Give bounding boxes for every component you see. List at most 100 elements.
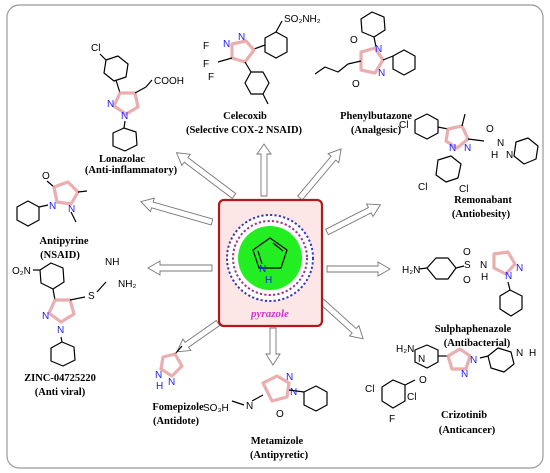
svg-text:N: N [516, 263, 523, 274]
structure-crizotinib: H₂N N N N N H O Cl Cl F Crizotinib (Anti… [365, 344, 536, 436]
svg-text:N: N [464, 143, 471, 154]
svg-text:SO₃H: SO₃H [203, 403, 229, 414]
svg-text:F: F [203, 59, 209, 70]
svg-text:N: N [121, 111, 128, 122]
antipyrine-name: Antipyrine [39, 236, 88, 247]
svg-text:N: N [238, 32, 245, 43]
center-n-label: N [259, 264, 266, 275]
svg-text:N: N [286, 372, 293, 383]
structure-fomepizole: N H N Fomepizole (Antidote) [152, 345, 204, 427]
fomepizole-name: Fomepizole [152, 402, 204, 413]
structure-celecoxib: SO₂NH₂ N N F F F Celecoxib (Selective CO… [186, 14, 321, 136]
svg-text:COOH: COOH [154, 76, 184, 87]
remonabant-name: Remonabant [454, 195, 512, 206]
sulphaphenazole-use: (Antibacterial) [444, 338, 511, 349]
svg-text:O: O [486, 124, 494, 135]
structure-phenylbutazone: O N N O Phenylbutazone (Analgesic) [314, 11, 416, 136]
svg-text:N: N [497, 138, 504, 149]
svg-text:Cl: Cl [407, 392, 416, 403]
svg-text:NH₂: NH₂ [118, 279, 136, 290]
svg-text:N: N [168, 377, 175, 388]
svg-text:O: O [463, 247, 471, 258]
antipyrine-use: (NSAID) [40, 250, 80, 261]
celecoxib-use: (Selective COX-2 NSAID) [186, 125, 303, 136]
svg-text:N: N [449, 143, 456, 154]
svg-text:SO₂NH₂: SO₂NH₂ [284, 14, 321, 25]
arrow-to-metamizole [265, 327, 281, 366]
arrow-to-celecoxib [256, 143, 272, 197]
metamizole-use: (Antipyretic) [250, 450, 309, 461]
svg-text:H: H [156, 381, 163, 392]
svg-text:N: N [246, 401, 253, 412]
svg-text:O: O [276, 409, 284, 420]
center-label: pyrazole [250, 308, 289, 320]
svg-text:N: N [57, 325, 64, 336]
arrow-to-zinc [147, 260, 213, 276]
svg-text:O: O [352, 79, 360, 90]
crizotinib-use: (Anticancer) [439, 425, 496, 436]
sulphaphenazole-name: Sulphaphenazole [435, 324, 512, 335]
svg-text:N: N [505, 271, 512, 282]
svg-text:F: F [203, 41, 209, 52]
svg-text:Cl: Cl [399, 120, 408, 131]
svg-text:N: N [107, 99, 114, 110]
svg-text:N: N [461, 369, 468, 380]
zinc-use: (Anti viral) [35, 387, 86, 398]
svg-text:O: O [350, 35, 358, 46]
svg-text:N: N [480, 260, 487, 271]
svg-text:O: O [419, 375, 427, 386]
svg-text:H: H [529, 348, 536, 359]
fomepizole-use: (Antidote) [153, 416, 200, 427]
zinc-name: ZINC-04725220 [24, 373, 96, 384]
arrow-to-fomepizole [176, 319, 221, 353]
svg-text:N: N [375, 44, 382, 55]
svg-text:O: O [463, 275, 471, 286]
arrow-to-lonazolac [175, 152, 237, 200]
metamizole-name: Metamizole [251, 436, 304, 447]
lonazolac-use: (Anti-inflammatory) [85, 165, 178, 176]
svg-text:N: N [68, 204, 75, 215]
arrow-to-phenylbutazone [297, 148, 342, 201]
structure-zinc: O₂N N N S NH NH₂ ZINC-04725220 (Anti vir… [12, 257, 136, 398]
green-disc [238, 226, 302, 290]
svg-text:O: O [42, 171, 50, 182]
structure-metamizole: N N O N SO₃H Metamizole (Antipyretic) [203, 372, 328, 461]
svg-text:H₂N: H₂N [402, 265, 420, 276]
svg-text:H: H [491, 150, 498, 161]
arrows [140, 143, 391, 366]
svg-text:N: N [223, 39, 230, 50]
svg-text:N: N [378, 68, 385, 79]
structure-lonazolac: Cl COOH N N Lonazolac (Anti-inflammatory… [85, 43, 184, 176]
svg-text:N: N [516, 348, 523, 359]
svg-text:N: N [418, 354, 425, 365]
svg-text:F: F [389, 414, 395, 425]
svg-text:H₂N: H₂N [396, 344, 414, 355]
center-h-label: H [265, 275, 272, 286]
structure-sulphaphenazole: H₂N S O O N H N N Sulphaphenazole (Antib… [402, 247, 523, 349]
arrow-to-antipyrine [140, 197, 214, 226]
svg-text:Cl: Cl [365, 384, 374, 395]
remonabant-use: (Antiobesity) [452, 209, 511, 220]
svg-text:Cl: Cl [418, 182, 427, 193]
svg-text:S: S [464, 260, 471, 271]
arrow-to-crizotinib [317, 297, 364, 340]
svg-text:N: N [42, 311, 49, 322]
pyrazole-ring [252, 237, 288, 269]
lonazolac-name: Lonazolac [99, 154, 145, 165]
structure-antipyrine: O N N Antipyrine (NSAID) [16, 171, 89, 261]
svg-text:N: N [155, 370, 162, 381]
svg-text:O₂N: O₂N [12, 266, 31, 277]
crizotinib-name: Crizotinib [441, 410, 487, 421]
svg-text:H: H [481, 272, 488, 283]
svg-text:Cl: Cl [91, 43, 100, 54]
phenylbutazone-name: Phenylbutazone [340, 111, 412, 122]
phenylbutazone-use: (Analgesic) [351, 125, 402, 136]
svg-text:F: F [208, 72, 214, 83]
svg-text:N: N [49, 201, 56, 212]
arrow-to-sulphaphenazole [326, 261, 391, 277]
svg-text:N: N [470, 355, 477, 366]
celecoxib-name: Celecoxib [223, 111, 267, 122]
svg-text:N: N [290, 387, 297, 398]
svg-text:NH: NH [105, 257, 119, 268]
